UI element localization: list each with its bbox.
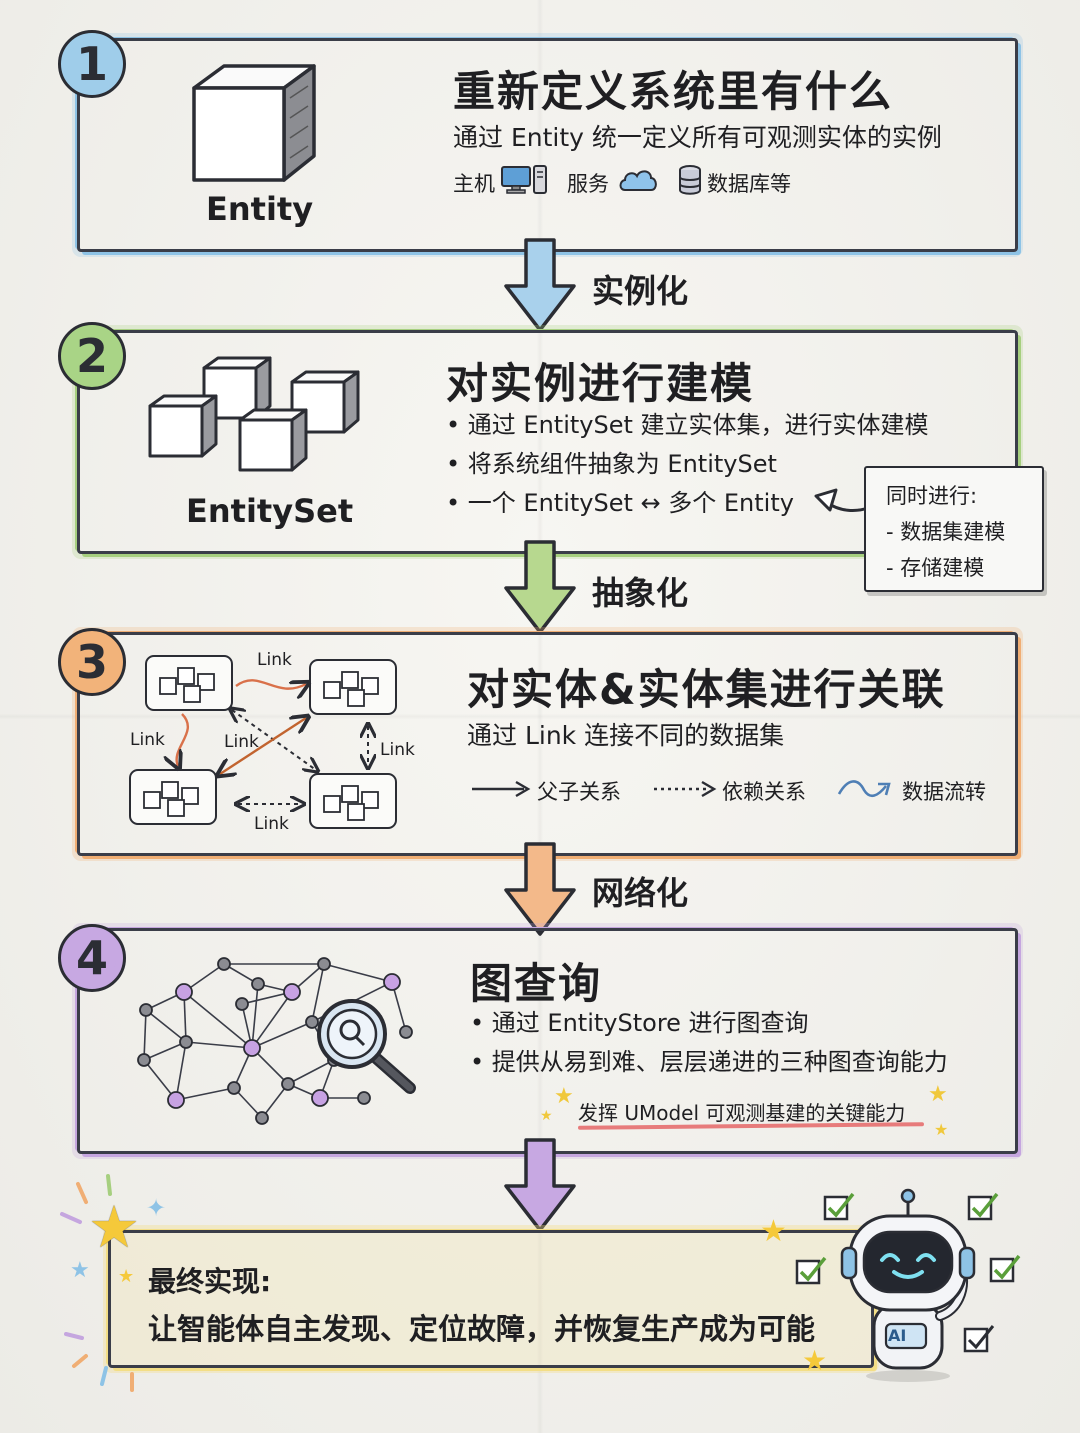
sticky-note: 同时进行: - 数据集建模 - 存储建模 (864, 466, 1044, 592)
step-2-bullet-3: • 一个 EntitySet ↔ 多个 Entity (446, 489, 794, 517)
transition-3-label: 网络化 (592, 874, 689, 912)
final-text: 让智能体自主发现、定位故障，并恢复生产成为可能 (148, 1312, 816, 1346)
robot-badge: AI (888, 1326, 907, 1345)
down-arrow-3-icon (504, 842, 576, 936)
step-4-number: 4 (58, 924, 126, 992)
link-label-right: Link (380, 740, 415, 760)
down-arrow-1-icon (504, 238, 576, 332)
down-arrow-4-icon (504, 1138, 576, 1232)
step-4-title: 图查询 (470, 959, 603, 1008)
example-service-label: 服务 (567, 172, 609, 196)
computer-icon (501, 165, 547, 194)
entityset-cubes-icon (148, 356, 360, 472)
final-star-tiny-icon: ★ (118, 1266, 135, 1287)
cloud-icon (619, 170, 657, 191)
graph-network-icon (137, 957, 413, 1125)
step-1-subtitle: 通过 Entity 统一定义所有可观测实体的实例 (453, 123, 942, 152)
step-3-number: 3 (58, 628, 126, 696)
final-title: 最终实现: (148, 1265, 272, 1298)
step-4-bullet-2: • 提供从易到难、层层递进的三种图查询能力 (470, 1048, 948, 1076)
link-label-left: Link (130, 730, 165, 750)
robot-icon (840, 1188, 976, 1382)
step-2-number: 2 (58, 322, 126, 390)
legend-data-flow: 数据流转 (902, 780, 986, 804)
highlight-star-small-right-icon: ★ (934, 1120, 949, 1139)
entity-caption: Entity (206, 190, 314, 228)
step-3-title: 对实体&实体集进行关联 (467, 665, 946, 714)
checkbox-icon-2 (967, 1192, 999, 1221)
checkbox-icon-4 (989, 1254, 1021, 1283)
final-star-big-icon: ★ (88, 1193, 140, 1261)
checkbox-icon-1 (823, 1192, 855, 1221)
database-icon (679, 165, 701, 195)
step-1-number: 1 (58, 30, 126, 98)
final-star-small-icon: ★ (70, 1258, 90, 1283)
down-arrow-2-icon (504, 540, 576, 634)
step-4-bullet-1: • 通过 EntityStore 进行图查询 (470, 1009, 809, 1037)
solid-arrow-legend-icon (472, 780, 531, 798)
final-star-bottom-icon: ★ (802, 1344, 828, 1377)
entityset-caption: EntitySet (186, 492, 354, 530)
sparkle-rays-icon (60, 1174, 134, 1392)
cube-icon (192, 64, 316, 182)
final-star-blue-icon: ✦ (146, 1194, 167, 1222)
transition-1-label: 实例化 (592, 272, 689, 310)
step-3-subtitle: 通过 Link 连接不同的数据集 (467, 721, 785, 750)
step-4-highlight: 发挥 UModel 可观测基建的关键能力 (578, 1101, 906, 1125)
link-label-bottom: Link (254, 814, 289, 834)
magnifier-icon (317, 999, 416, 1094)
link-label-top: Link (257, 650, 292, 670)
note-pointer-arrow-icon (814, 488, 869, 512)
link-label-center: Link (224, 732, 259, 752)
dotted-arrow-legend-icon (654, 780, 717, 798)
step-2-bullet-2: • 将系统组件抽象为 EntitySet (446, 450, 777, 478)
highlight-star-left-icon: ★ (554, 1084, 574, 1109)
highlight-star-right-icon: ★ (928, 1082, 948, 1107)
checkbox-icon-3 (795, 1256, 827, 1285)
step-2-bullet-1: • 通过 EntitySet 建立实体集，进行实体建模 (446, 411, 929, 439)
example-database-label: 数据库等 (707, 172, 791, 196)
highlight-star-small-left-icon: ★ (540, 1108, 553, 1124)
step-1-title: 重新定义系统里有什么 (453, 67, 894, 116)
checkbox-icon-5 (963, 1325, 995, 1353)
final-star-right-icon: ★ (760, 1214, 787, 1249)
legend-dependency: 依赖关系 (722, 780, 806, 804)
example-host-label: 主机 (453, 172, 495, 196)
note-title: 同时进行: (886, 484, 978, 508)
legend-parent-child: 父子关系 (537, 780, 621, 804)
note-item-2: - 存储建模 (886, 556, 985, 580)
note-item-1: - 数据集建模 (886, 520, 1006, 544)
transition-2-label: 抽象化 (592, 574, 689, 612)
wave-arrow-legend-icon (837, 780, 891, 798)
step-2-title: 对实例进行建模 (446, 359, 755, 408)
link-diagram (129, 655, 397, 829)
